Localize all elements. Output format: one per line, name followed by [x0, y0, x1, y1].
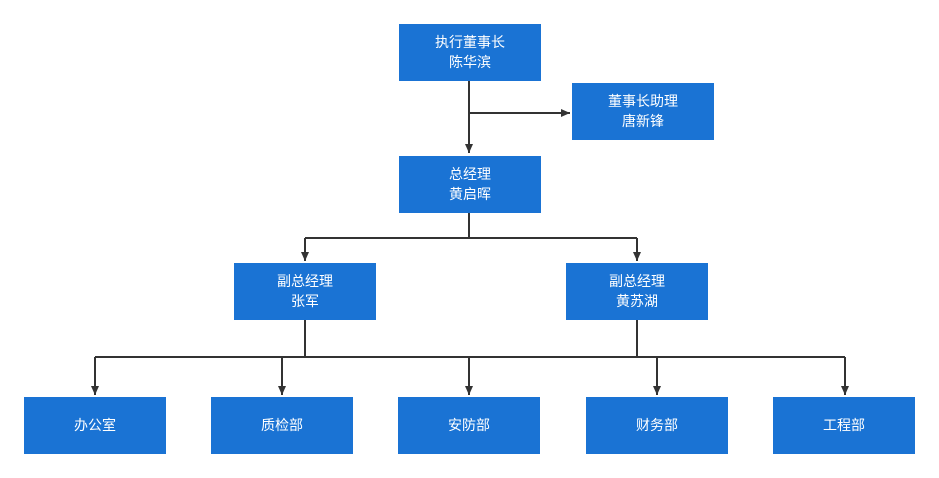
chairman-name: 陈华滨 [449, 54, 491, 71]
deputy-manager-title: 副总经理 [277, 273, 333, 290]
department-box-engineering: 工程部 [773, 397, 915, 454]
department-label: 办公室 [74, 417, 116, 434]
department-box-quality: 质检部 [211, 397, 353, 454]
department-label: 质检部 [261, 417, 303, 434]
assistant-title: 董事长助理 [608, 93, 678, 110]
deputy-manager-box-2: 副总经理 黄苏湖 [566, 263, 708, 320]
assistant-box: 董事长助理 唐新锋 [572, 83, 714, 140]
assistant-name: 唐新锋 [622, 113, 664, 130]
department-label: 工程部 [823, 417, 865, 434]
deputy-manager-name: 黄苏湖 [616, 293, 658, 310]
general-manager-title: 总经理 [449, 166, 491, 183]
department-box-security: 安防部 [398, 397, 540, 454]
general-manager-box: 总经理 黄启晖 [399, 156, 541, 213]
general-manager-name: 黄启晖 [449, 186, 491, 203]
department-label: 安防部 [448, 417, 490, 434]
department-box-finance: 财务部 [586, 397, 728, 454]
chairman-title: 执行董事长 [435, 34, 505, 51]
department-label: 财务部 [636, 417, 678, 434]
chairman-box: 执行董事长 陈华滨 [399, 24, 541, 81]
deputy-manager-title: 副总经理 [609, 273, 665, 290]
deputy-manager-name: 张军 [291, 293, 319, 310]
department-box-office: 办公室 [24, 397, 166, 454]
deputy-manager-box-1: 副总经理 张军 [234, 263, 376, 320]
